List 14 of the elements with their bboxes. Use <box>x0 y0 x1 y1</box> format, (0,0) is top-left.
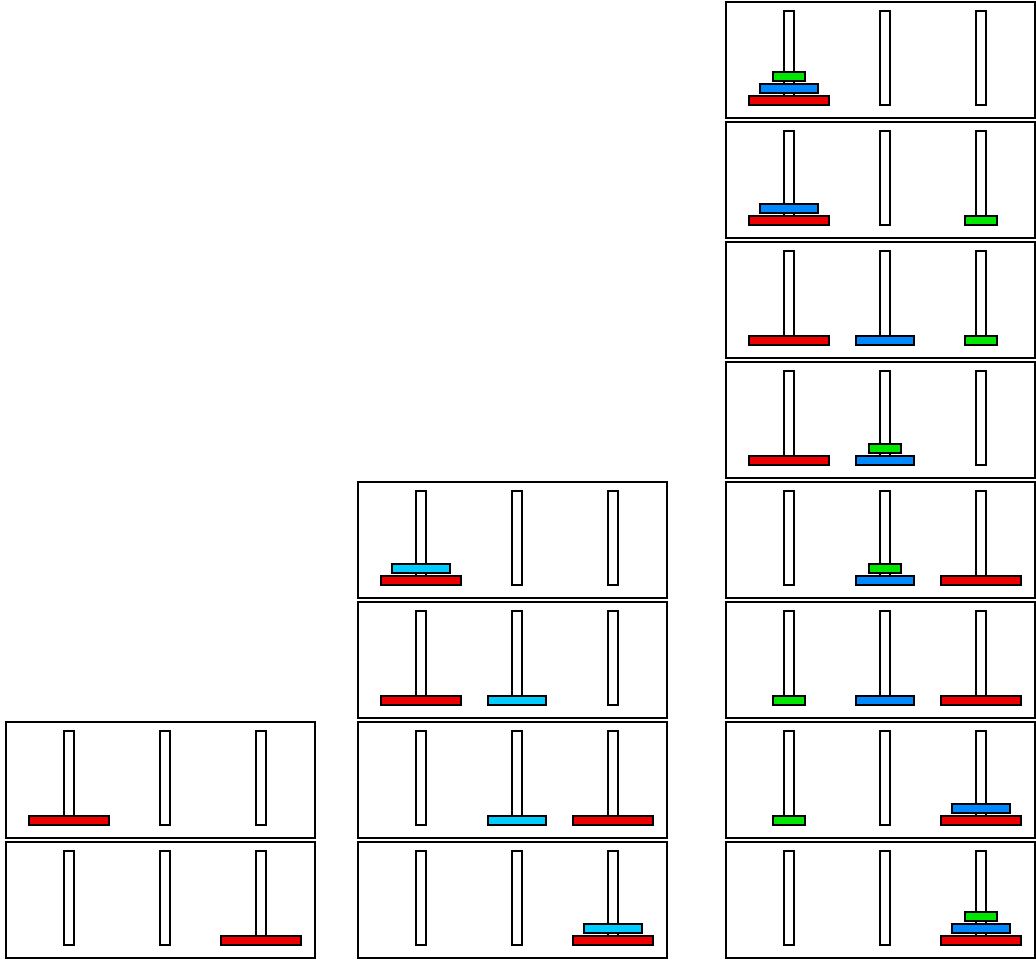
panel-box <box>725 121 1036 239</box>
panel-box <box>725 1 1036 119</box>
panel-box <box>5 721 316 839</box>
panel-box <box>357 841 668 959</box>
panel-box <box>725 841 1036 959</box>
panel-box <box>725 721 1036 839</box>
panel-box <box>5 841 316 959</box>
panel-box <box>725 601 1036 719</box>
panel-box <box>357 721 668 839</box>
panel-box <box>357 481 668 599</box>
panel-box <box>725 361 1036 479</box>
panel-box <box>357 601 668 719</box>
panel-box <box>725 481 1036 599</box>
panel-box <box>725 241 1036 359</box>
